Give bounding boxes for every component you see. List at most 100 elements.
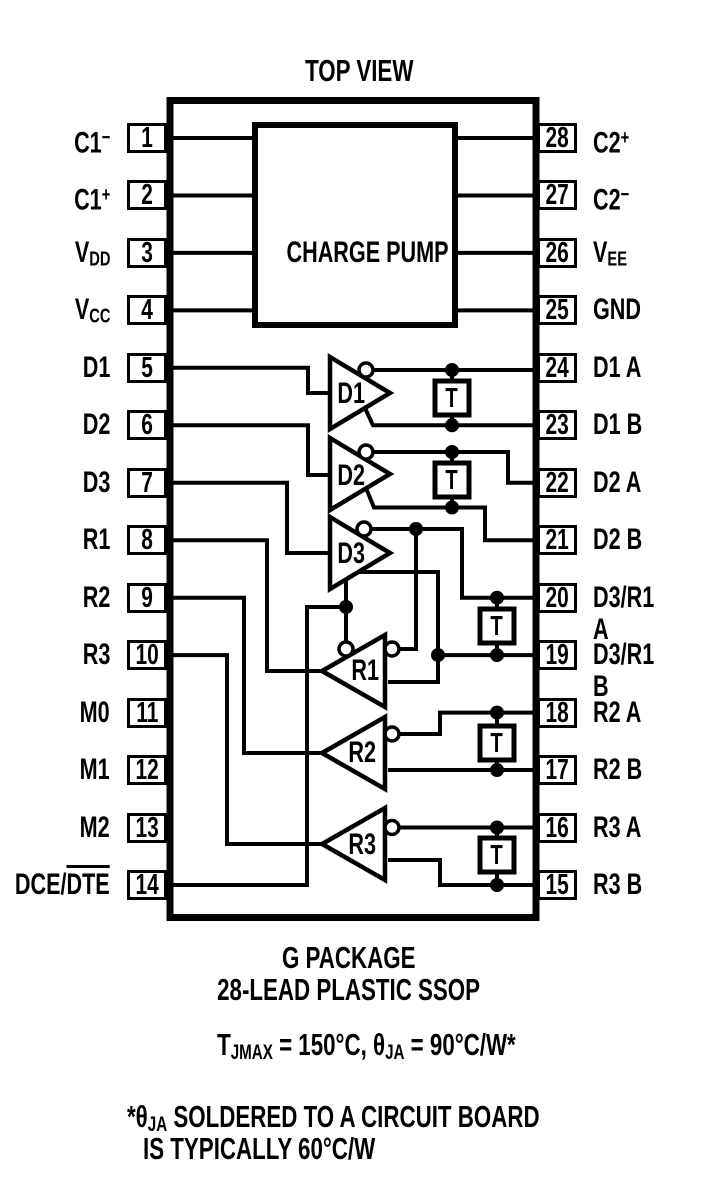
pin-2-number: 2 bbox=[141, 179, 153, 212]
text-part: D3/R1 B bbox=[593, 638, 655, 704]
junction-dot bbox=[445, 363, 459, 377]
text-part: V bbox=[593, 235, 608, 269]
receiver-r1-label: R1 bbox=[335, 656, 395, 686]
pin-11-box: 11 bbox=[127, 696, 167, 729]
thermal-spec-text: TJMAX = 150°C, θJA = 90°C/W* bbox=[217, 1029, 516, 1069]
pin-23-box: 23 bbox=[537, 409, 577, 442]
pin-24-box: 24 bbox=[537, 351, 577, 384]
pin-12-box: 12 bbox=[127, 755, 167, 786]
inversion-bubbles bbox=[337, 361, 401, 837]
termination-label-text: T bbox=[490, 727, 504, 758]
pin-25-number: 25 bbox=[545, 294, 569, 327]
pin-26-label: VEE bbox=[593, 236, 640, 270]
pin-13-label: M2 bbox=[68, 811, 110, 844]
pin-27-number: 27 bbox=[545, 179, 569, 212]
text-part: + bbox=[101, 184, 110, 207]
pin-24-label-text: D1 A bbox=[593, 350, 642, 384]
termination-box-d1 bbox=[432, 378, 472, 418]
pin-7-label: D3 bbox=[72, 466, 110, 499]
pin-13-label-text: M2 bbox=[80, 811, 110, 844]
pin-20-box: 20 bbox=[537, 581, 577, 614]
text-part: C2 bbox=[593, 184, 621, 218]
pin-8-box: 8 bbox=[127, 525, 167, 556]
text-part: DD bbox=[88, 248, 110, 271]
junction-dot bbox=[490, 648, 504, 663]
pin-20-number: 20 bbox=[545, 581, 569, 614]
charge-pump-box bbox=[252, 122, 458, 328]
junction-dot bbox=[490, 705, 504, 720]
junction-dots bbox=[339, 363, 504, 892]
pin-22-box: 22 bbox=[537, 466, 577, 499]
pin-25-box: 25 bbox=[537, 294, 577, 327]
wire-pin6-d2in bbox=[166, 423, 332, 477]
pin-22-number: 22 bbox=[545, 466, 569, 499]
amplifier-triangles bbox=[317, 353, 395, 884]
text-part: JA bbox=[147, 1112, 168, 1136]
text-part: R3 bbox=[82, 638, 110, 672]
termination-label-text: T bbox=[445, 382, 459, 413]
text-part: R3 B bbox=[593, 867, 643, 901]
text-part: D3/R1 A bbox=[593, 580, 655, 646]
package-name: G PACKAGE bbox=[148, 942, 549, 974]
pin-1-box: 1 bbox=[127, 123, 167, 153]
package-name-text: G PACKAGE bbox=[281, 940, 416, 975]
termination-label-text: T bbox=[490, 610, 504, 641]
junction-dot bbox=[490, 820, 504, 835]
termination-label-text: T bbox=[445, 464, 459, 495]
pin-23-number: 23 bbox=[545, 409, 569, 442]
pin-1-label-text: C1− bbox=[74, 122, 110, 160]
pin-17-label-text: R2 B bbox=[593, 754, 642, 786]
pin-24-number: 24 bbox=[545, 351, 569, 384]
pin-25-label: GND bbox=[593, 294, 660, 326]
text-part: R2 bbox=[82, 580, 110, 614]
text-part: JA bbox=[385, 1040, 405, 1064]
pin-26-box: 26 bbox=[537, 237, 577, 268]
pin-11-number: 11 bbox=[135, 696, 159, 729]
text-part: V bbox=[74, 293, 89, 327]
pin-14-label: DCE/DTE bbox=[0, 867, 110, 901]
receiver-r3-label: R3 bbox=[332, 830, 392, 860]
wire-d3a-r1 bbox=[399, 529, 418, 651]
wire-d1b bbox=[363, 407, 540, 428]
pin-16-box: 16 bbox=[537, 812, 577, 843]
pin-20-label: D3/R1 A bbox=[593, 581, 702, 645]
pin-9-label-text: R2 bbox=[82, 580, 110, 614]
text-part: T bbox=[217, 1027, 231, 1062]
amp-label-text: D1 bbox=[337, 377, 365, 410]
pin-7-box: 7 bbox=[127, 466, 167, 499]
pin-28-number: 28 bbox=[545, 122, 569, 154]
junction-dot bbox=[445, 418, 459, 433]
pin-5-label: D1 bbox=[72, 350, 110, 384]
text-part: D2 bbox=[82, 408, 110, 442]
pin-7-number: 7 bbox=[141, 466, 153, 499]
text-part: GND bbox=[593, 293, 642, 327]
pin-3-label-text: VDD bbox=[74, 236, 110, 276]
footnote-line1-text: *θJA SOLDERED TO A CIRCUIT BOARD bbox=[127, 1100, 540, 1141]
pin-14-box: 14 bbox=[127, 869, 167, 900]
pin-26-label-text: VEE bbox=[593, 235, 627, 276]
pin-4-label: VCC bbox=[61, 293, 110, 328]
pin-25-label-text: GND bbox=[593, 294, 641, 326]
pin-21-box: 21 bbox=[537, 525, 577, 556]
pin-27-label: C2− bbox=[593, 179, 643, 216]
text-part: M0 bbox=[79, 695, 110, 729]
text-part: D1 A bbox=[593, 350, 642, 384]
text-part: D2 A bbox=[593, 465, 642, 499]
text-part: C1 bbox=[73, 184, 102, 218]
pin-17-label: R2 B bbox=[593, 754, 661, 786]
text-part: JMAX bbox=[230, 1040, 273, 1064]
package-description-text: 28-LEAD PLASTIC SSOP bbox=[217, 972, 480, 1007]
junction-dot bbox=[490, 878, 504, 892]
pin-23-label: D1 B bbox=[593, 409, 661, 441]
inversion-bubble bbox=[337, 640, 355, 658]
text-part: = 90°C/W* bbox=[404, 1027, 516, 1062]
pin-28-label-text: C2+ bbox=[593, 122, 629, 160]
pin-9-box: 9 bbox=[127, 582, 167, 613]
junction-dot bbox=[490, 590, 504, 605]
package-outline bbox=[166, 97, 540, 921]
text-part: DTE bbox=[66, 867, 110, 901]
text-part: D1 bbox=[82, 350, 110, 384]
termination-label-text: T bbox=[490, 839, 504, 870]
diagram-title-text: TOP VIEW bbox=[304, 53, 414, 88]
